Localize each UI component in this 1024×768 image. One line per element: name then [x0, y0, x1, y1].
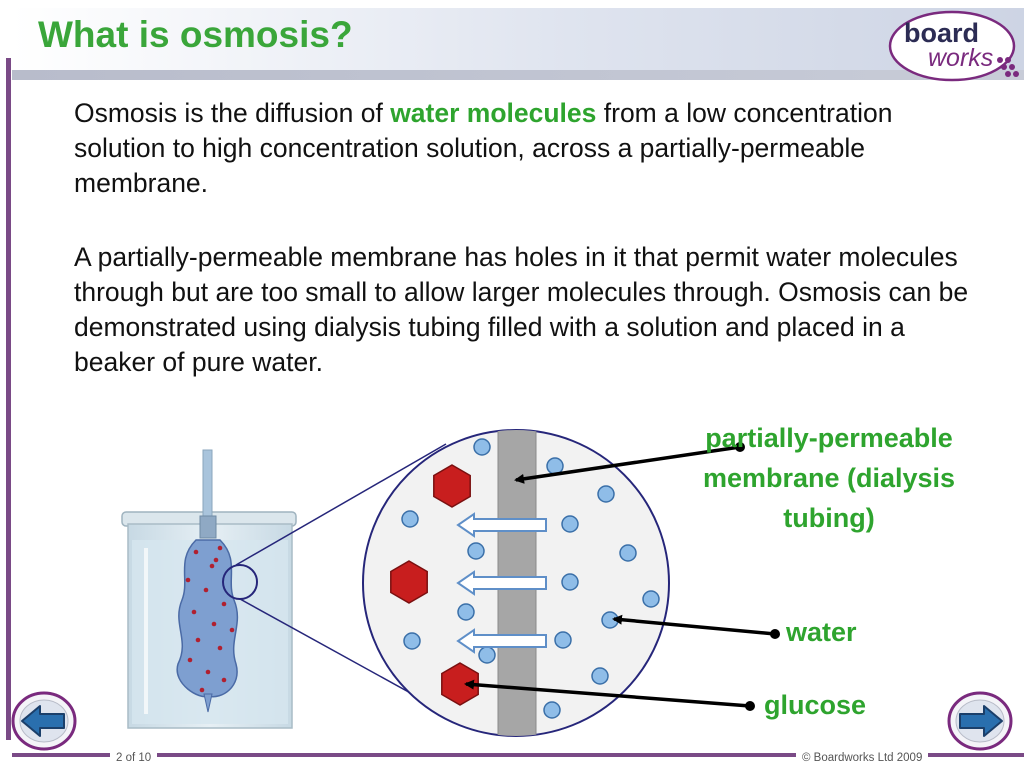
water-molecule — [467, 542, 485, 560]
arrow-left-icon — [21, 705, 65, 737]
slide-frame-left — [6, 58, 11, 740]
water-molecule — [561, 515, 579, 533]
tube-glucose-dot — [187, 657, 193, 663]
water-molecule — [543, 701, 561, 719]
water-molecule — [473, 438, 491, 456]
tube-glucose-dot — [217, 645, 223, 651]
water-molecule — [457, 603, 475, 621]
magnified-view — [362, 429, 670, 737]
water-molecule — [561, 573, 579, 591]
pointer-water — [612, 614, 776, 636]
water-flow-arrows — [456, 512, 547, 654]
tube-glucose-dot — [213, 557, 219, 563]
water-molecule — [403, 632, 421, 650]
tube-glucose-dots — [185, 545, 235, 693]
water-molecule — [401, 510, 419, 528]
glucose-molecules — [390, 464, 479, 706]
footer-divider — [12, 753, 1024, 757]
tube-glucose-dot — [221, 677, 227, 683]
tube-glucose-dot — [199, 687, 205, 693]
glucose-molecule — [441, 662, 479, 706]
tube-glucose-dot — [229, 627, 235, 633]
label-water: water — [786, 617, 857, 647]
header-divider — [12, 70, 1024, 80]
label-pointers — [464, 442, 780, 711]
boardworks-logo: board works — [888, 10, 1019, 82]
page-number: 2 of 10 — [110, 752, 158, 764]
tube-glucose-dot — [221, 601, 227, 607]
water-molecule — [478, 646, 496, 664]
pointer-glucose — [464, 679, 751, 708]
definition-highlight: water molecules — [390, 98, 597, 128]
flow-arrow — [456, 570, 547, 596]
tube-glucose-dot — [203, 587, 209, 593]
flow-arrow — [456, 628, 547, 654]
tube-glucose-dot — [217, 545, 223, 551]
tube-glucose-dot — [195, 637, 201, 643]
zoom-line-top — [235, 443, 447, 566]
tube-glucose-dot — [209, 563, 215, 569]
copyright: © Boardworks Ltd 2009 — [796, 752, 929, 764]
water-molecule — [546, 457, 564, 475]
tube-glucose-dot — [191, 609, 197, 615]
pointer-membrane — [514, 445, 741, 484]
arrow-right-icon — [959, 705, 1003, 737]
definition-text-start: Osmosis is the diffusion of — [74, 98, 391, 128]
logo-text-works: works — [928, 44, 993, 72]
glucose-molecule — [390, 560, 428, 604]
water-molecule — [642, 590, 660, 608]
glucose-molecule — [433, 464, 471, 508]
label-membrane: partially-permeable membrane (dialysis t… — [702, 423, 956, 533]
water-molecule — [591, 667, 609, 685]
definition-text-end: from a low concentration solution to hig… — [74, 98, 893, 198]
header-bar — [12, 8, 1024, 70]
logo-text-board: board — [904, 18, 979, 48]
definition-paragraph: Osmosis is the diffusion of water molecu… — [74, 96, 954, 201]
water-molecule — [597, 485, 615, 503]
next-slide-button[interactable] — [946, 690, 1014, 752]
zoom-line-bottom — [239, 598, 435, 707]
tube-glucose-dot — [205, 669, 211, 675]
label-glucose: glucose — [764, 690, 867, 720]
water-molecule — [554, 631, 572, 649]
flow-arrow — [456, 512, 547, 538]
tube-glucose-dot — [193, 549, 199, 555]
slide-title: What is osmosis? — [38, 14, 353, 55]
explanation-paragraph: A partially-permeable membrane has holes… — [74, 242, 969, 377]
water-molecule — [619, 544, 637, 562]
previous-slide-button[interactable] — [10, 690, 78, 752]
tube-glucose-dot — [185, 577, 191, 583]
tube-glucose-dot — [211, 621, 217, 627]
